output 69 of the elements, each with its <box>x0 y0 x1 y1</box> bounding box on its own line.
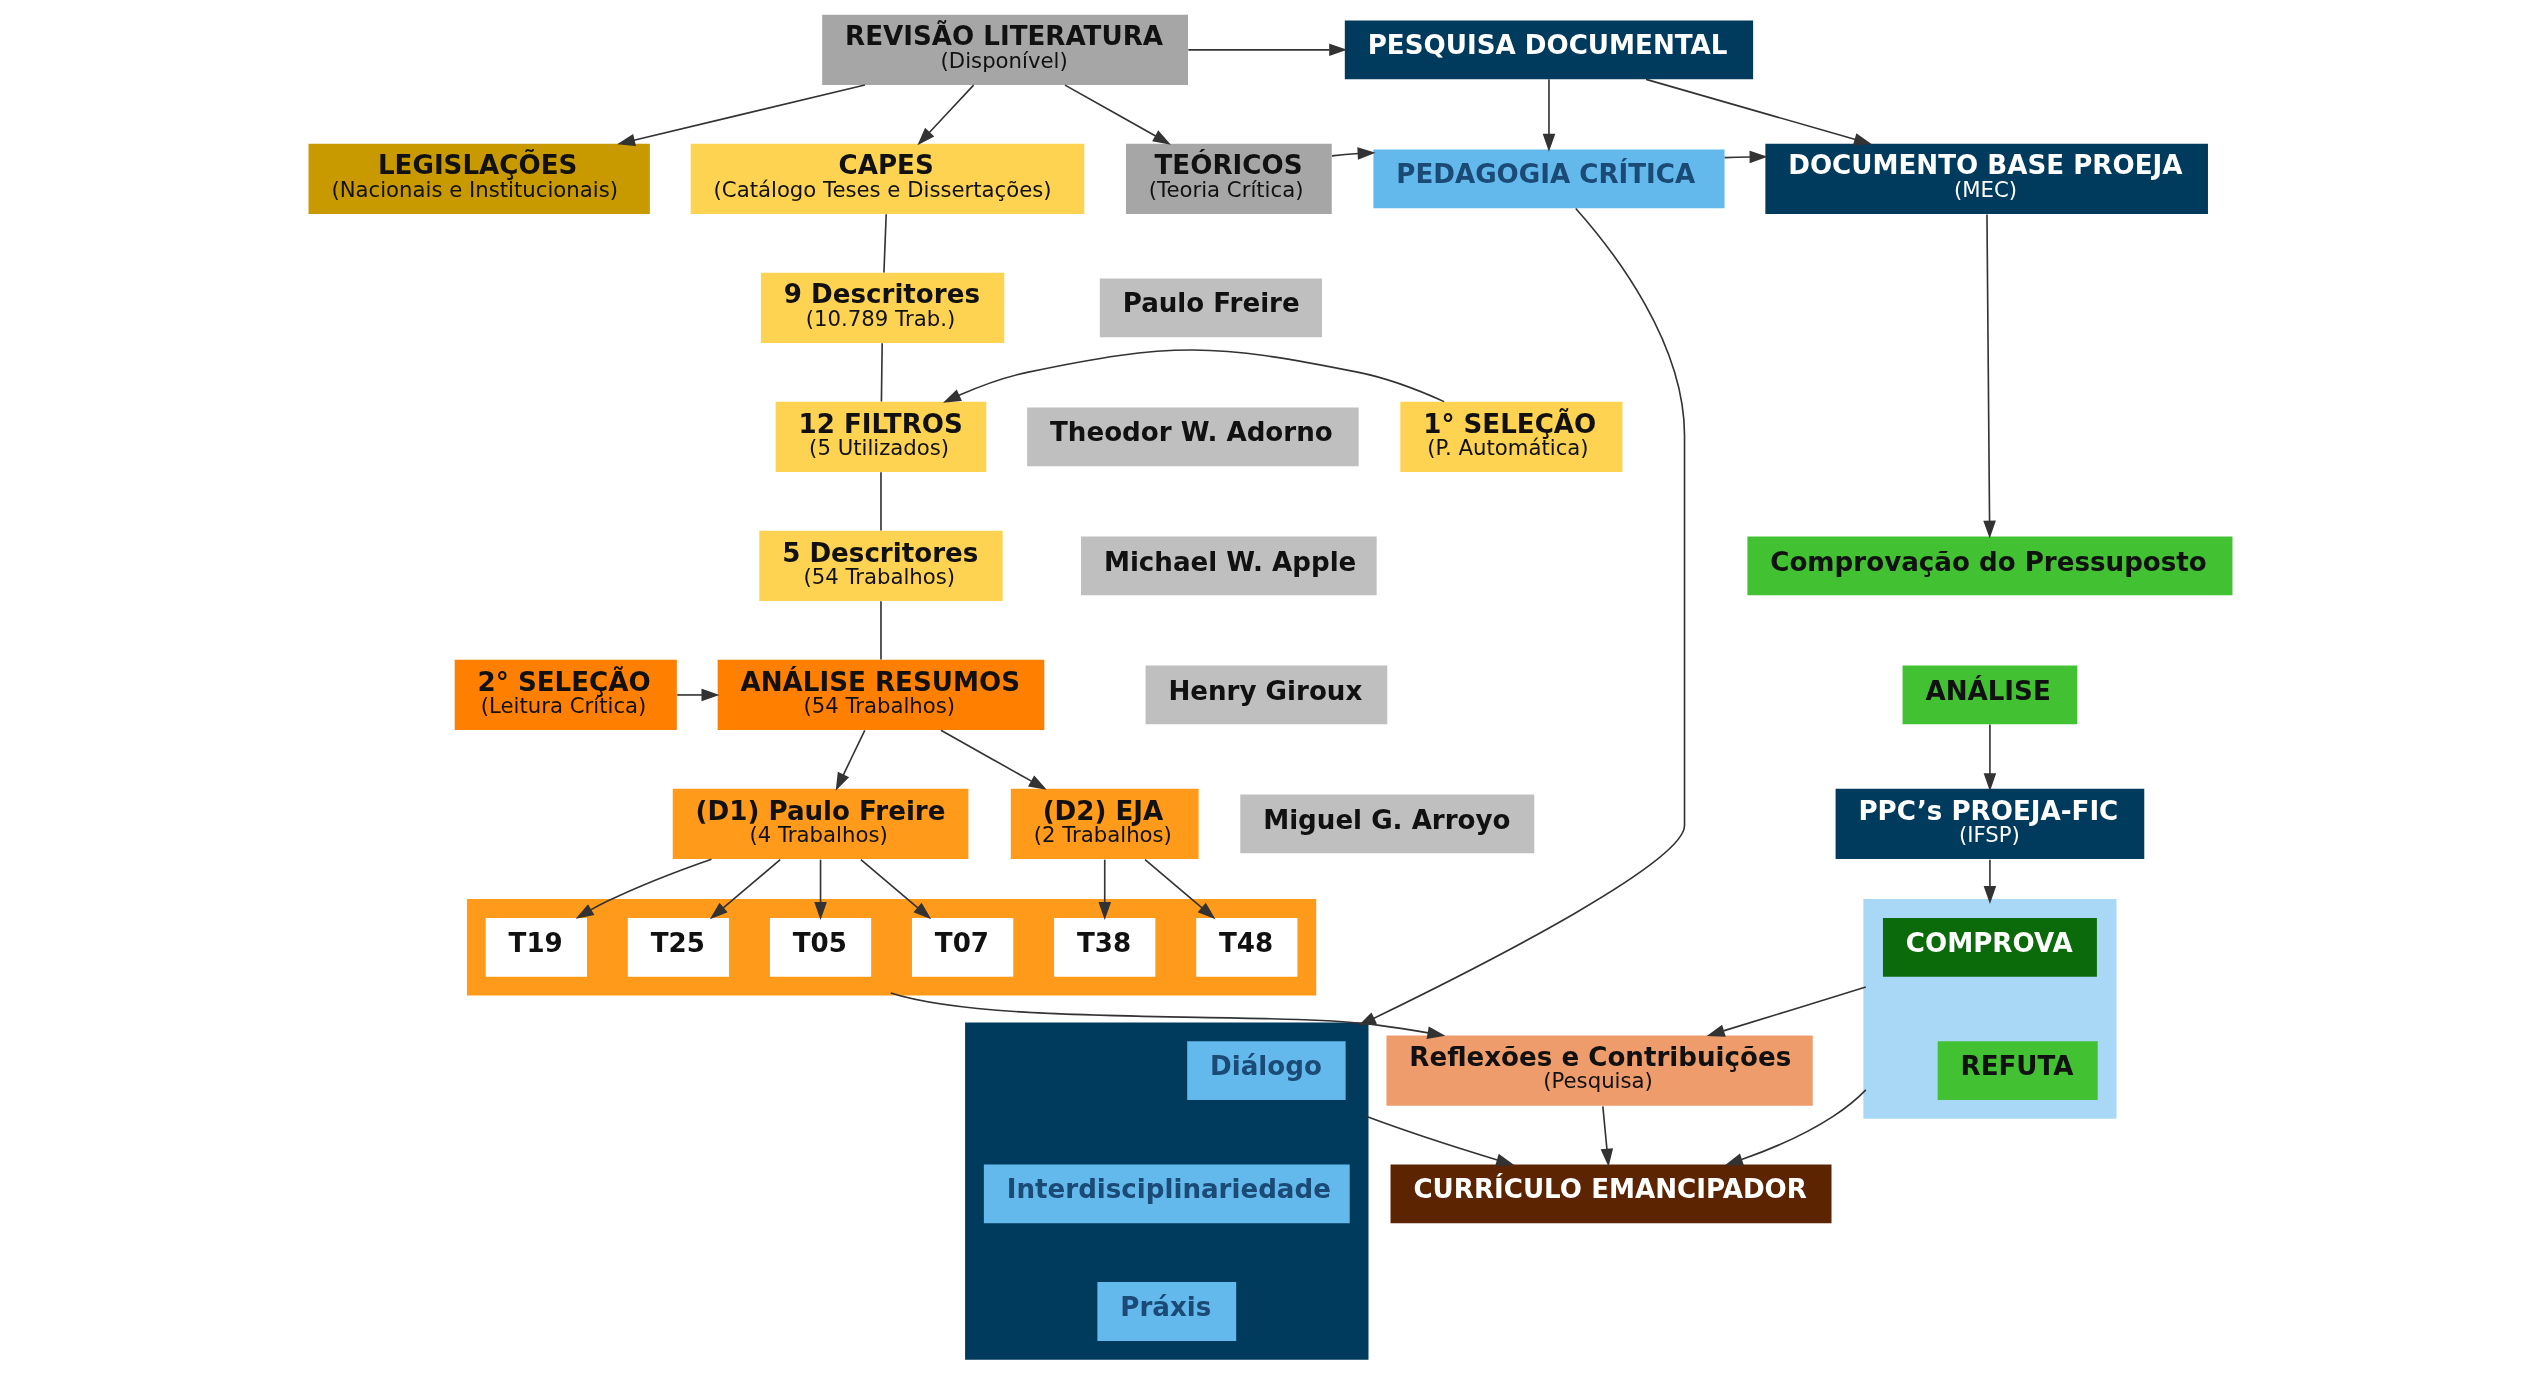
arrow <box>1723 150 1768 164</box>
arrow <box>1098 858 1111 921</box>
arrow <box>917 84 975 146</box>
node-box: Paulo Freire <box>1099 278 1322 338</box>
cluster <box>1863 899 2117 1119</box>
arrow <box>1365 1115 1515 1166</box>
arrow <box>860 858 932 920</box>
node-box: Práxis <box>1097 1282 1237 1341</box>
node-box: LEGISLAÇÕES (Nacionais e Institucionais) <box>308 143 650 214</box>
node-box: T07 <box>912 917 1014 977</box>
cluster <box>965 1022 1369 1360</box>
arrow <box>1706 986 1867 1037</box>
arrow <box>1983 858 1997 904</box>
node-box: Henry Giroux <box>1145 665 1388 725</box>
arrow <box>676 688 720 702</box>
node-box: CAPES (Catálogo Teses e Dissertações) <box>690 143 1085 214</box>
arrow <box>1724 1089 1867 1166</box>
node-box: ANÁLISE RESUMOS (54 Trabalhos) <box>717 659 1045 731</box>
node-box: (D1) Paulo Freire (4 Trabalhos) <box>672 788 969 860</box>
connector <box>883 213 887 274</box>
node-box: (D2) EJA (2 Trabalhos) <box>1010 788 1199 860</box>
arrow <box>1331 147 1376 160</box>
node-box: Interdisciplinariedade <box>983 1164 1350 1224</box>
node-box: 12 FILTROS (5 Utilizados) <box>775 401 987 472</box>
node-box: Diálogo <box>1187 1041 1346 1100</box>
arrow <box>1542 78 1556 152</box>
node-box: COMPROVA <box>1882 917 2097 977</box>
connector <box>880 600 882 661</box>
arrow <box>835 729 866 791</box>
arrow <box>940 729 1047 790</box>
arrow <box>1064 84 1171 145</box>
arrow <box>1645 78 1872 146</box>
arrow <box>1187 43 1348 57</box>
arrow <box>1983 723 1997 792</box>
node-box: PESQUISA DOCUMENTAL <box>1344 20 1754 80</box>
arrow <box>1600 1105 1614 1167</box>
arrow <box>1983 213 1996 539</box>
arrow <box>709 858 782 920</box>
arrow <box>1358 207 1686 1026</box>
node-box: TEÓRICOS (Teoria Crítica) <box>1125 143 1332 214</box>
node-box: PPC’s PROEJA-FIC (IFSP) <box>1835 788 2145 860</box>
node-box: CURRÍCULO EMANCIPADOR <box>1390 1164 1832 1224</box>
connector <box>880 342 883 403</box>
node-box: T05 <box>769 917 872 977</box>
node-box: 9 Descritores (10.789 Trab.) <box>760 272 1005 343</box>
node-box: Theodor W. Adorno <box>1027 407 1359 467</box>
node-box: REFUTA <box>1937 1041 2098 1100</box>
arrow <box>617 84 866 147</box>
node-box: 5 Descritores (54 Trabalhos) <box>759 530 1003 602</box>
node-box: T19 <box>485 917 587 977</box>
node-box: T25 <box>627 917 730 977</box>
arrow <box>814 858 827 921</box>
arrow <box>1144 858 1216 920</box>
node-box: ANÁLISE <box>1902 665 2078 725</box>
arrow <box>575 858 713 919</box>
arrow <box>943 349 1445 403</box>
node-box: Michael W. Apple <box>1081 536 1377 596</box>
connector <box>880 471 882 532</box>
node-box: T38 <box>1054 917 1156 977</box>
node-box: T48 <box>1196 917 1298 977</box>
node-box: REVISÃO LITERATURA (Disponível) <box>822 14 1188 85</box>
node-box: 1° SELEÇÃO (P. Automática) <box>1400 401 1623 472</box>
arrow <box>889 992 1446 1039</box>
node-box: Comprovação do Pressuposto <box>1747 536 2233 596</box>
node-box: Miguel G. Arroyo <box>1240 794 1535 854</box>
node-box: PEDAGOGIA CRÍTICA <box>1373 149 1725 209</box>
node-box: Reflexões e Contribuições (Pesquisa) <box>1386 1035 1813 1106</box>
node-box: 2° SELEÇÃO (Leitura Crítica) <box>454 659 677 731</box>
node-box: DOCUMENTO BASE PROEJA (MEC) <box>1765 143 2208 214</box>
